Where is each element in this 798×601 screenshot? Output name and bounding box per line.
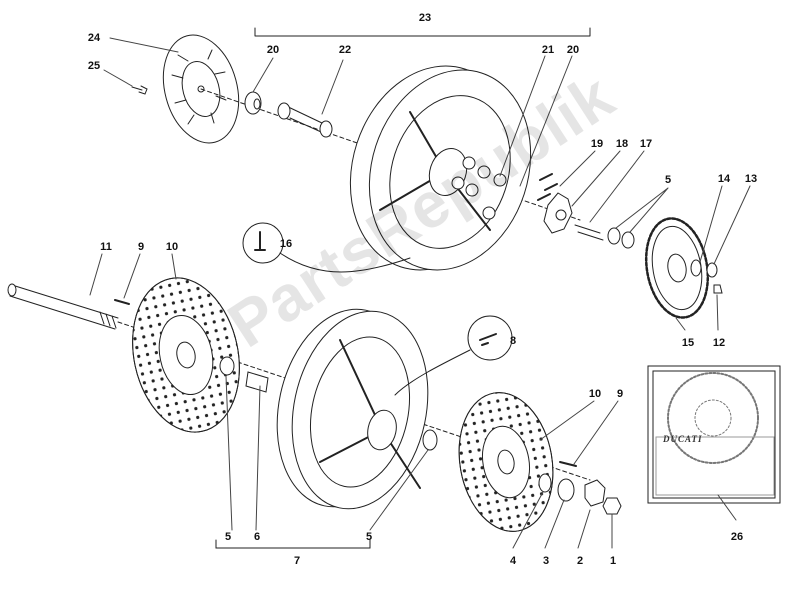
callout-7: 7 (293, 555, 301, 567)
front-bearing-right (422, 429, 438, 451)
callout-21: 21 (541, 44, 555, 56)
rear-bearing-spacer (244, 91, 333, 138)
front-axle (7, 283, 119, 330)
callout-5-rear: 5 (664, 174, 672, 186)
leader-lines (89, 37, 751, 549)
rear-hub-bushings (451, 156, 507, 220)
detail-circle-8 (394, 315, 513, 396)
callout-25: 25 (87, 60, 101, 72)
bracket-7 (215, 539, 371, 549)
disc-bolt-left (114, 299, 130, 305)
callout-18: 18 (615, 138, 629, 150)
callout-9-left: 9 (137, 241, 145, 253)
callout-13: 13 (744, 173, 758, 185)
front-brake-disc-right (458, 392, 554, 532)
callout-23: 23 (418, 12, 432, 24)
callout-12: 12 (712, 337, 726, 349)
sprocket-carrier (543, 192, 573, 234)
decal-sheet (647, 365, 781, 504)
disc-bolt (131, 85, 148, 95)
callout-17: 17 (639, 138, 653, 150)
callout-4: 4 (509, 555, 517, 567)
callout-10-left: 10 (165, 241, 179, 253)
front-brake-disc-left (132, 277, 240, 433)
callout-24: 24 (87, 32, 101, 44)
callout-10-right: 10 (588, 388, 602, 400)
callout-22: 22 (338, 44, 352, 56)
sprocket-hardware (690, 259, 723, 294)
callout-20: 20 (266, 44, 280, 56)
callout-8: 8 (509, 335, 517, 347)
rear-sprocket (644, 217, 710, 319)
callout-16: 16 (279, 238, 293, 250)
callout-5-front-left: 5 (224, 531, 232, 543)
detail-circle-16 (242, 222, 411, 273)
callout-11: 11 (100, 241, 112, 253)
disc-bolt-right (559, 461, 577, 467)
front-bearing-spacer (219, 356, 269, 393)
front-right-hardware (538, 473, 622, 515)
callout-15: 15 (681, 337, 695, 349)
carrier-bearings (607, 227, 635, 249)
callout-9-right: 9 (616, 388, 624, 400)
callout-2: 2 (576, 555, 584, 567)
front-wheel (276, 308, 429, 510)
callout-1: 1 (609, 555, 617, 567)
carrier-studs (537, 173, 558, 201)
rear-axle-line (200, 88, 581, 221)
callout-3: 3 (542, 555, 550, 567)
callout-20-right: 20 (566, 44, 580, 56)
callout-5-front-right: 5 (365, 531, 373, 543)
carrier-shaft (574, 224, 604, 241)
callout-6: 6 (253, 531, 261, 543)
callout-14: 14 (717, 173, 731, 185)
callout-19: 19 (590, 138, 604, 150)
bracket-23 (254, 27, 591, 37)
callout-26: 26 (730, 531, 744, 543)
decal-brand-text: DUCATI (663, 434, 703, 444)
